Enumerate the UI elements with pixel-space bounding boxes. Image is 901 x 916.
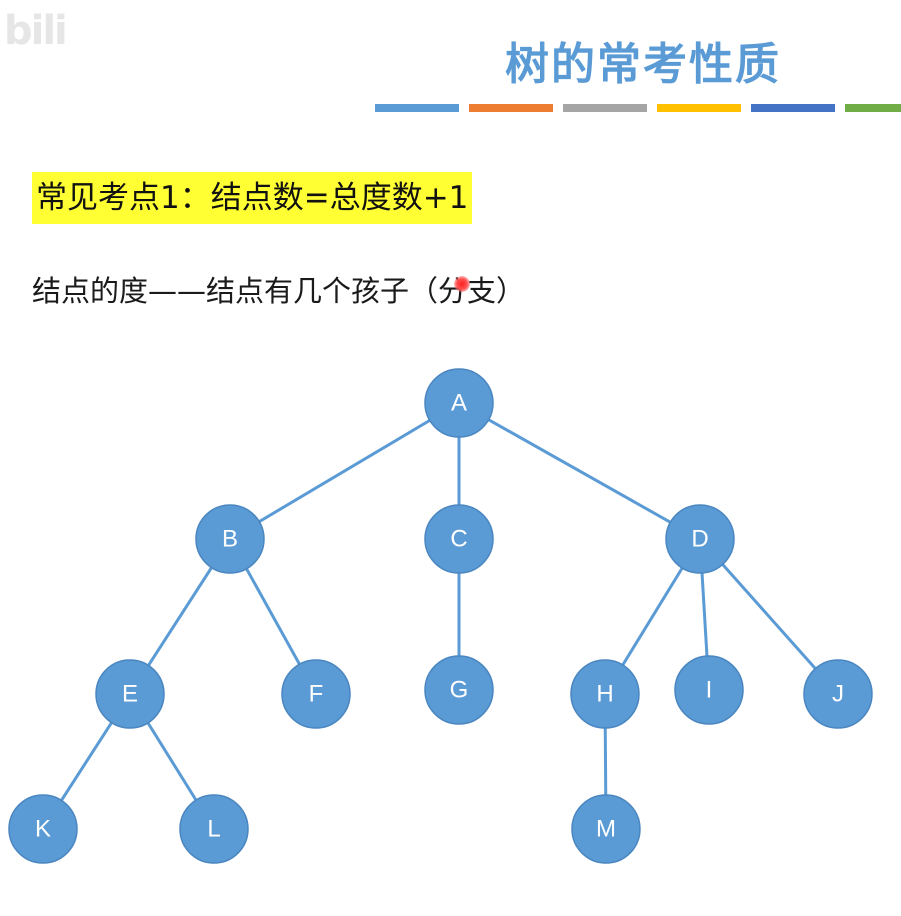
bilibili-watermark: bili: [4, 8, 68, 54]
color-bar-segment: [751, 104, 835, 112]
tree-edge-a-b: [229, 401, 460, 541]
title-color-bar: [375, 104, 901, 112]
tree-edges: [41, 401, 840, 830]
tree-node-label: J: [832, 681, 844, 708]
tree-edge-a-d: [458, 401, 701, 541]
tree-node-d: D: [665, 504, 735, 574]
tree-node-circle: [8, 794, 78, 864]
tree-node-label: K: [35, 816, 51, 843]
node-degree-definition: 结点的度——结点有几个孩子（分支）: [32, 274, 526, 308]
tree-node-g: G: [424, 655, 494, 725]
tree-node-label: I: [706, 677, 713, 704]
tree-node-a: A: [424, 368, 494, 438]
laser-pointer-icon: [454, 276, 470, 292]
color-bar-segment: [845, 104, 901, 112]
tree-node-f: F: [281, 659, 351, 729]
tree-node-circle: [424, 655, 494, 725]
tree-node-circle: [424, 368, 494, 438]
tree-node-circle: [674, 655, 744, 725]
tree-node-i: I: [674, 655, 744, 725]
tree-node-circle: [179, 794, 249, 864]
tree-node-circle: [95, 659, 165, 729]
key-point-highlight: 常见考点1：结点数=总度数+1: [32, 172, 473, 224]
tree-nodes: A B C D E F G H I J K L M: [8, 368, 873, 864]
slide-title: 树的常考性质: [505, 39, 781, 90]
color-bar-segment: [563, 104, 647, 112]
color-bar-segment: [375, 104, 459, 112]
tree-node-label: H: [596, 681, 613, 708]
tree-node-label: L: [207, 816, 220, 843]
tree-node-k: K: [8, 794, 78, 864]
tree-node-label: G: [450, 677, 469, 704]
tree-node-label: F: [309, 681, 324, 708]
tree-node-circle: [571, 794, 641, 864]
tree-node-circle: [281, 659, 351, 729]
tree-node-label: A: [451, 390, 467, 417]
color-bar-segment: [657, 104, 741, 112]
tree-node-circle: [195, 504, 265, 574]
tree-node-label: M: [596, 816, 616, 843]
tree-node-circle: [665, 504, 735, 574]
tree-node-circle: [570, 659, 640, 729]
tree-node-c: C: [424, 504, 494, 574]
tree-node-label: D: [691, 526, 708, 553]
tree-node-l: L: [179, 794, 249, 864]
tree-node-circle: [803, 659, 873, 729]
color-bar-segment: [469, 104, 553, 112]
tree-node-label: C: [450, 526, 467, 553]
tree-node-j: J: [803, 659, 873, 729]
tree-node-label: B: [222, 526, 238, 553]
tree-node-circle: [424, 504, 494, 574]
tree-node-b: B: [195, 504, 265, 574]
tree-node-label: E: [122, 681, 138, 708]
tree-node-h: H: [570, 659, 640, 729]
tree-node-e: E: [95, 659, 165, 729]
tree-node-m: M: [571, 794, 641, 864]
